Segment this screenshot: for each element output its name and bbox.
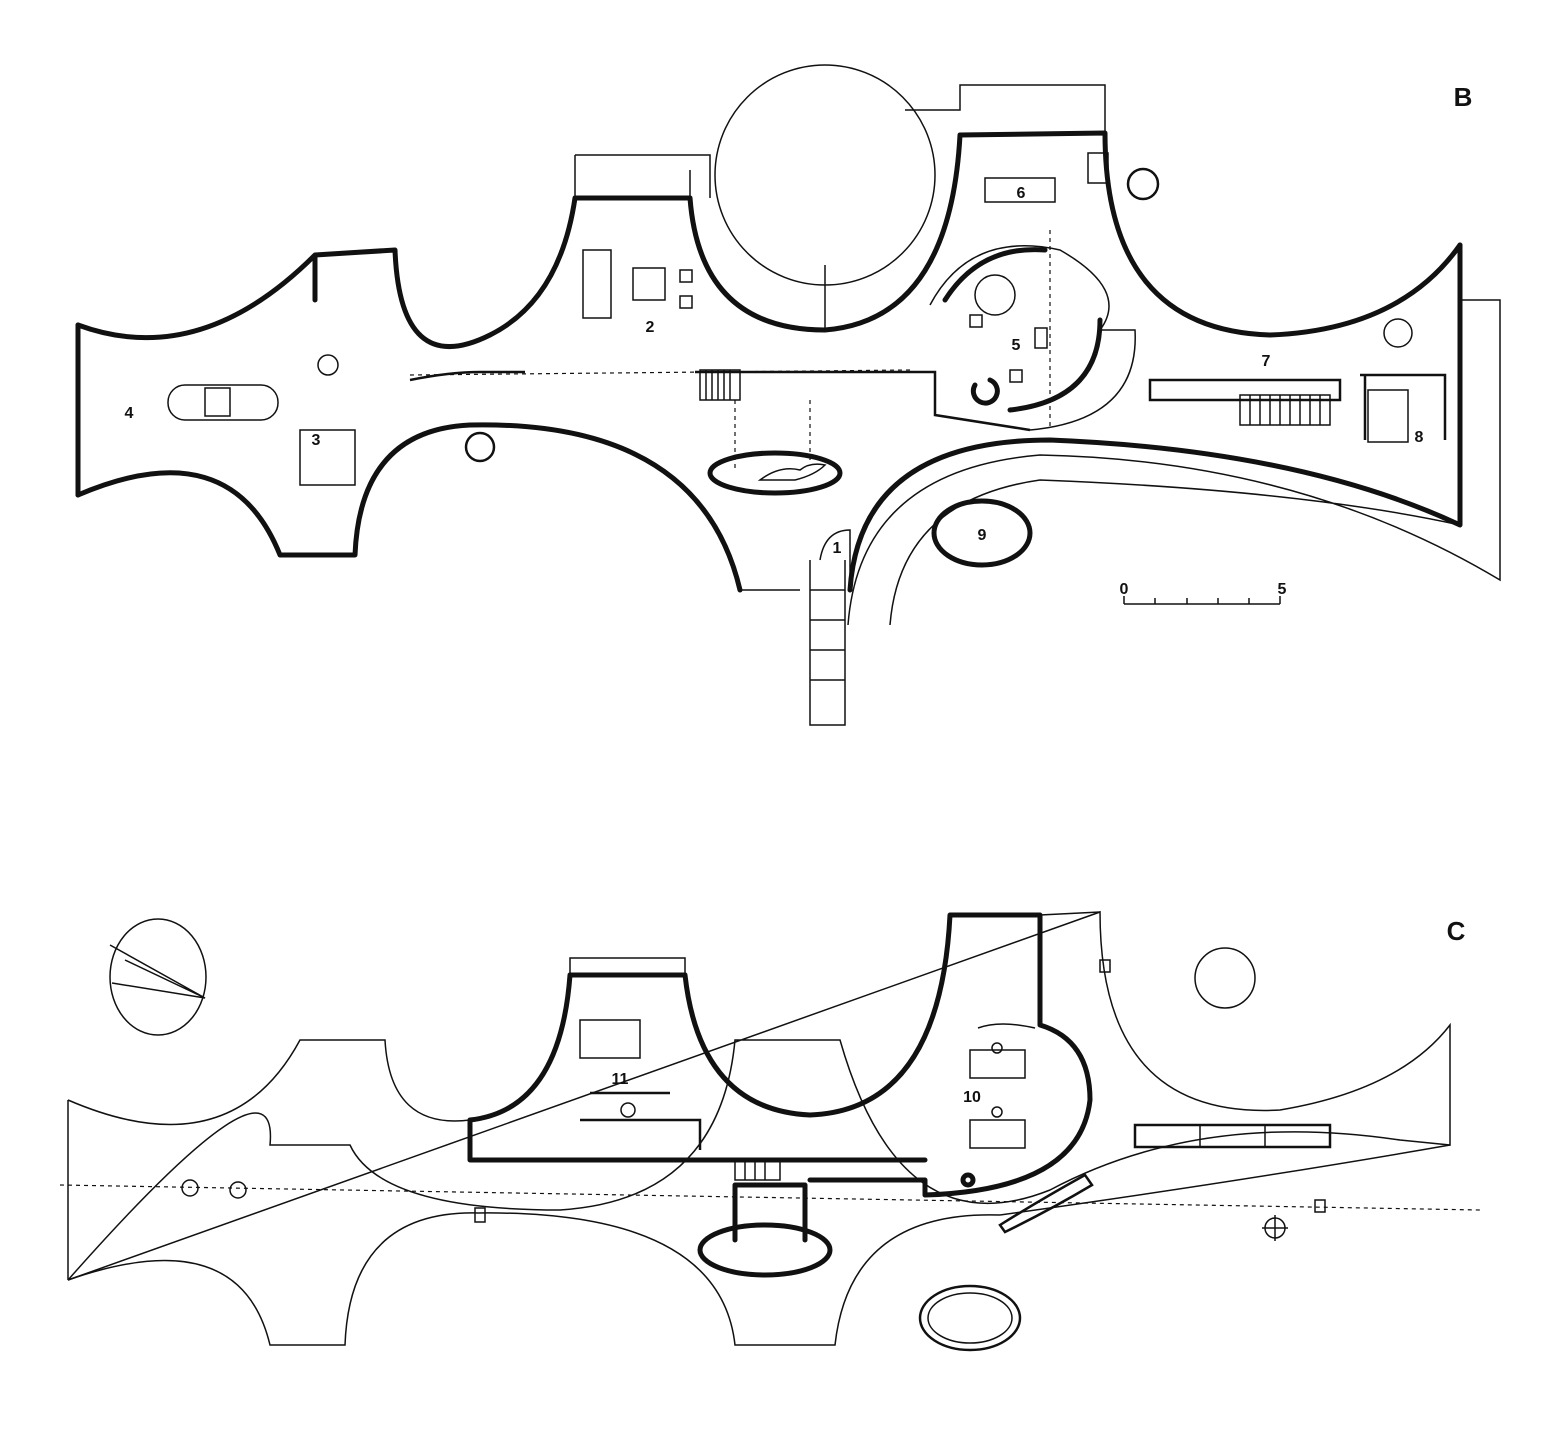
circulation-line: [409, 230, 1051, 470]
pool-stem: [732, 1182, 808, 1243]
round-skylight: [1194, 947, 1256, 1009]
survey-cross: [1262, 1215, 1288, 1241]
round-court: [714, 64, 936, 286]
plan-c-parapet: [569, 911, 1101, 1029]
round-table: [974, 274, 1016, 316]
room-label: 1: [833, 540, 842, 557]
curved-terrace: [847, 299, 1501, 626]
column: [181, 1179, 199, 1197]
plan-c-lower-outline: [67, 1100, 1451, 1346]
entrance-walk: [740, 529, 851, 726]
stair-c: [734, 1160, 781, 1181]
plan-b: B 1 2 3 4 5 6 7 8 9 0 5: [75, 64, 1501, 726]
column: [464, 431, 496, 463]
corridor: [409, 370, 1031, 432]
room-label: 10: [963, 1089, 981, 1106]
room-label: 5: [1012, 337, 1021, 354]
room-label: 7: [1262, 353, 1271, 370]
column: [1126, 167, 1160, 201]
pool-sculpture: [757, 463, 827, 481]
column: [229, 1181, 247, 1199]
kitchen-counter: [1148, 373, 1447, 440]
room-label: 8: [1415, 429, 1424, 446]
room-label: 11: [612, 1071, 629, 1088]
scale-bar: 0 5: [1120, 581, 1287, 605]
room-9-pod: [931, 498, 1033, 568]
scale-end: 5: [1278, 581, 1287, 598]
room-label: 9: [978, 527, 987, 544]
plan-b-upper-wall: [75, 130, 1463, 350]
circle-wall: [824, 84, 1106, 330]
sundial-lines: [109, 944, 206, 999]
curved-bench: [998, 1173, 1094, 1234]
room-label: 4: [125, 405, 134, 422]
room-label: 3: [312, 432, 321, 449]
room-label: 6: [1017, 185, 1026, 202]
oval-skylight-inner: [927, 1292, 1013, 1344]
stair: [699, 369, 1331, 426]
scale-start: 0: [1120, 581, 1129, 598]
plan-b-label: B: [1454, 82, 1473, 112]
room-5-wall: [942, 247, 1103, 413]
spiral-stair-c: [960, 1172, 976, 1188]
room-label: 2: [646, 319, 655, 336]
furniture: [474, 959, 1332, 1223]
furniture: [167, 152, 1413, 486]
spiral-stair: [970, 377, 1000, 406]
plan-c-walls: [467, 912, 1093, 1198]
room-5-screen: [929, 245, 1136, 431]
plan-c: C 10 11: [59, 910, 1481, 1352]
pool: [707, 450, 843, 496]
plan-b-lower-wall: [75, 242, 1463, 593]
plan-c-label: C: [1447, 916, 1466, 946]
oval-skylight: [918, 1284, 1022, 1352]
sundial: [109, 918, 207, 1036]
terrace: [574, 154, 711, 198]
pool-c: [697, 1222, 833, 1278]
